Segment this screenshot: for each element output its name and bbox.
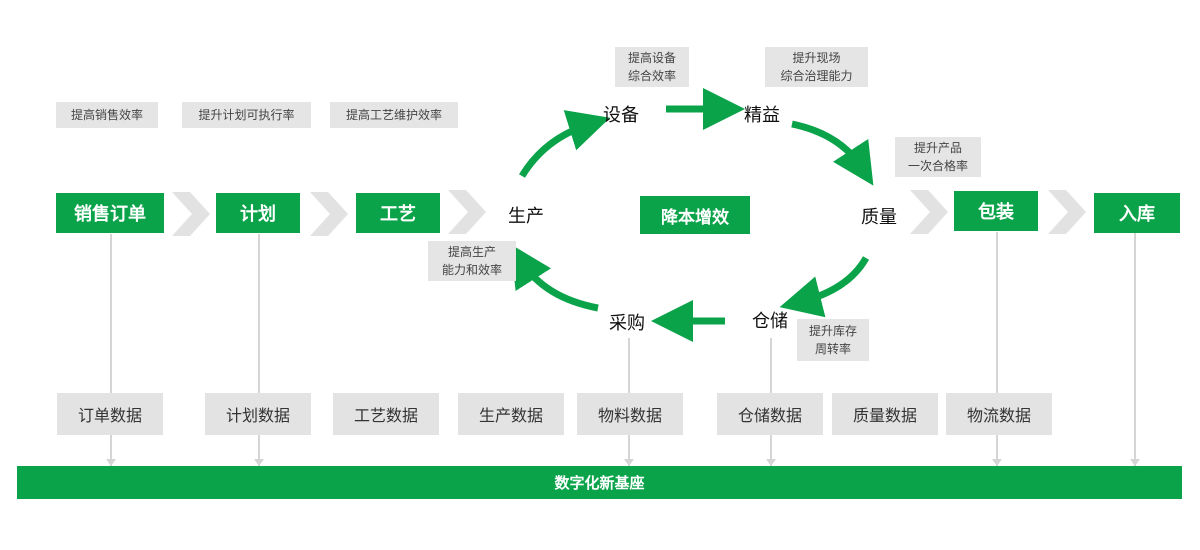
chevron-icon	[910, 190, 948, 234]
goal-plan-execution: 提升计划可执行率	[182, 102, 311, 128]
center-cost-efficiency[interactable]: 降本增效	[640, 196, 750, 234]
data-box-logistics: 物流数据	[946, 393, 1052, 435]
arrow-purchase-to-production	[510, 244, 599, 312]
data-box-material: 物料数据	[577, 393, 683, 435]
data-box-storage: 仓储数据	[717, 393, 823, 435]
step-packaging-label: 包装	[978, 202, 1014, 223]
step-packaging[interactable]: 包装	[954, 191, 1038, 231]
data-box-production: 生产数据	[458, 393, 564, 435]
node-equipment[interactable]: 设备	[603, 105, 639, 126]
step-plan[interactable]: 计划	[216, 193, 300, 233]
arrow-lean-to-quality	[791, 120, 874, 186]
chevron-icon	[1048, 190, 1086, 234]
node-quality[interactable]: 质量	[861, 207, 897, 228]
step-craft[interactable]: 工艺	[356, 193, 440, 233]
data-box-plan: 计划数据	[205, 393, 311, 435]
arrow-quality-to-storage	[779, 256, 870, 318]
step-craft-label: 工艺	[380, 204, 416, 225]
goal-first-pass-yield: 提升产品 一次合格率	[895, 137, 981, 177]
chevron-icon	[310, 192, 348, 236]
node-purchase[interactable]: 采购	[609, 313, 645, 334]
goal-onsite-management: 提升现场 综合治理能力	[765, 47, 868, 87]
goal-equipment-efficiency: 提高设备 综合效率	[615, 47, 689, 87]
arrowhead-icon	[106, 459, 116, 466]
connector-sales	[110, 234, 112, 466]
arrowhead-icon	[1130, 459, 1140, 466]
arrowhead-icon	[254, 459, 264, 466]
step-plan-label: 计划	[240, 204, 276, 225]
arrow-production-to-equipment	[519, 110, 611, 178]
node-lean[interactable]: 精益	[744, 105, 780, 126]
data-box-craft: 工艺数据	[333, 393, 439, 435]
goal-production-capacity: 提高生产 能力和效率	[428, 241, 516, 281]
connector-warehousing	[1134, 232, 1136, 466]
center-label: 降本增效	[661, 207, 729, 228]
arrowhead-icon	[992, 459, 1002, 466]
chevron-icon	[172, 192, 210, 236]
arrowhead-icon	[766, 459, 776, 466]
connector-plan	[258, 234, 260, 466]
goal-craft-efficiency: 提高工艺维护效率	[330, 102, 458, 128]
step-warehousing-in[interactable]: 入库	[1094, 193, 1180, 233]
goal-inventory-turnover: 提升库存 周转率	[797, 319, 869, 361]
node-production[interactable]: 生产	[508, 206, 544, 227]
step-sales-order-label: 销售订单	[74, 204, 146, 225]
data-box-order: 订单数据	[57, 393, 163, 435]
digital-foundation-bar[interactable]: 数字化新基座	[17, 466, 1182, 499]
step-warehousing-in-label: 入库	[1119, 204, 1155, 225]
connector-packaging	[996, 232, 998, 466]
goal-sales-efficiency: 提高销售效率	[56, 102, 158, 128]
foundation-label: 数字化新基座	[554, 474, 645, 492]
chevron-icon	[448, 190, 486, 234]
node-storage[interactable]: 仓储	[752, 311, 788, 332]
arrowhead-icon	[624, 459, 634, 466]
data-box-quality: 质量数据	[832, 393, 938, 435]
step-sales-order[interactable]: 销售订单	[56, 193, 164, 233]
